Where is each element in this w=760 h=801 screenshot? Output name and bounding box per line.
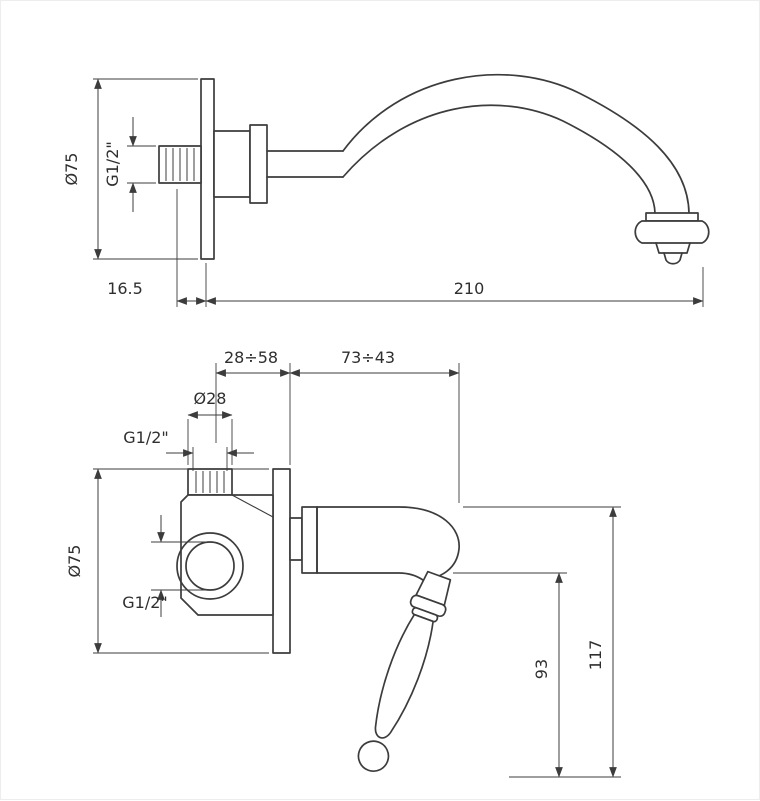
top-view-dimensions: Ø75 G1/2" 16.5 210 [62, 78, 704, 307]
valve-wall-plate [272, 468, 291, 654]
top-port-thread-hatch [195, 471, 225, 493]
dim-depth-range-right: 73÷43 [341, 348, 395, 367]
spout-body-base [213, 130, 251, 198]
side-port-outer [176, 532, 244, 600]
spout-side-view [158, 73, 710, 265]
side-port-inner [185, 541, 235, 591]
lever-handle [357, 570, 452, 772]
dim-top-inlet-thread: G1/2" [103, 141, 122, 187]
housing-collar [289, 517, 303, 561]
housing-bottom [316, 572, 424, 581]
thread-hatch [165, 148, 195, 181]
bottom-view-dimensions: 28÷58 73÷43 Ø28 G1/2" Ø75 G1/2" 93 117 [65, 348, 621, 778]
dim-total-height: 117 [586, 640, 605, 671]
dim-handle-height: 93 [532, 659, 551, 679]
handle-ball [357, 740, 390, 772]
outlet-collar-ring [645, 212, 699, 222]
dim-side-thread: G1/2" [122, 593, 168, 612]
dim-bottom-plate-diameter: Ø75 [65, 545, 84, 578]
wall-plate-side [200, 78, 215, 260]
dim-outlet-thread: G1/2" [123, 428, 169, 447]
spout-curve-inner [342, 104, 656, 214]
valve-body [180, 494, 274, 616]
dim-depth-range-left: 28÷58 [224, 348, 278, 367]
outlet-tip [655, 242, 691, 254]
valve-front-view [176, 468, 460, 772]
handle-lever-body [374, 613, 434, 739]
spout-ring [249, 124, 268, 204]
dim-outlet-diameter: Ø28 [194, 389, 227, 408]
housing-dome [316, 506, 460, 581]
housing-disc [301, 506, 318, 574]
dim-top-plate-diameter: Ø75 [62, 153, 81, 186]
dim-top-plate-depth: 16.5 [107, 279, 143, 298]
dim-top-spout-reach: 210 [454, 279, 485, 298]
spout-curve-outer [342, 73, 690, 214]
valve-body-detail [231, 494, 274, 518]
aerator-tip [663, 252, 683, 265]
outlet-collar-bulge [634, 220, 710, 244]
